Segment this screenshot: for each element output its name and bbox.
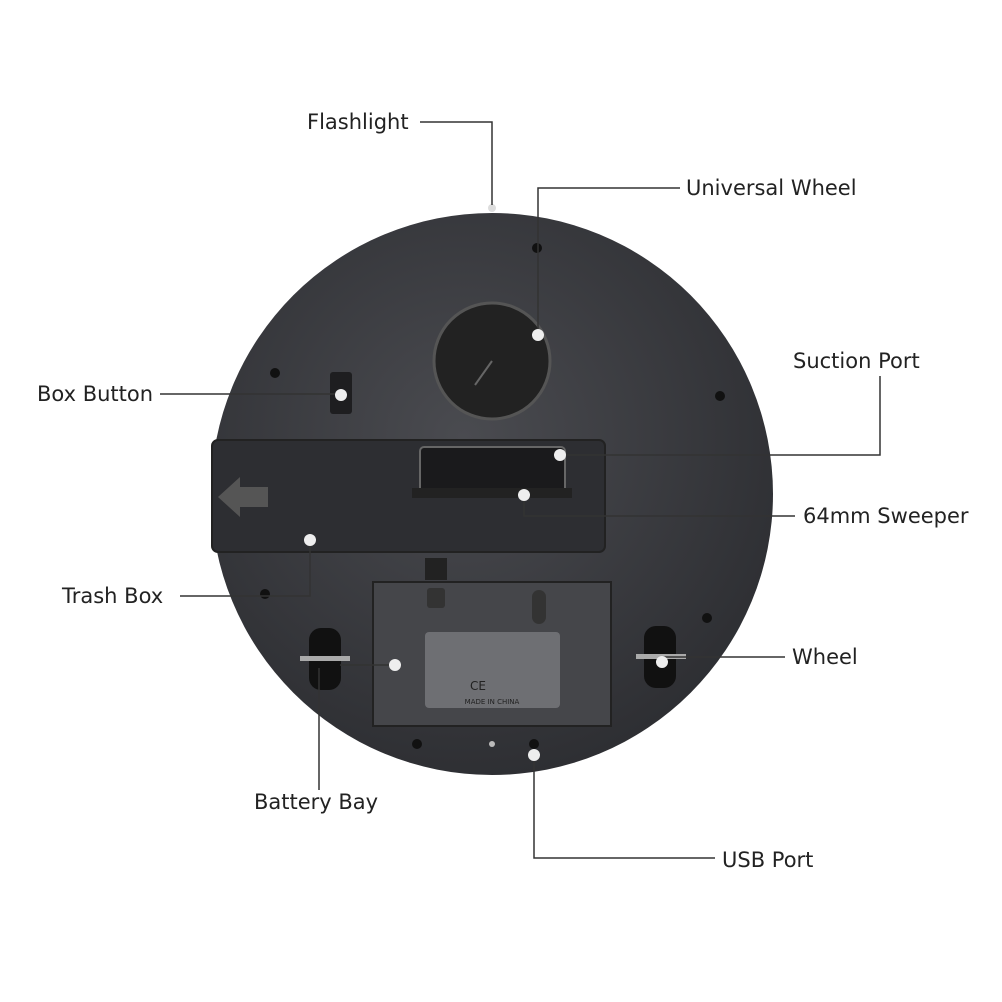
label-flashlight: Flashlight — [307, 110, 409, 134]
ce-mark: CE — [470, 679, 486, 693]
label-battery-bay: Battery Bay — [254, 790, 379, 814]
flashlight — [488, 204, 496, 212]
label-usb-port: USB Port — [722, 848, 814, 872]
label-sweeper: 64mm Sweeper — [803, 504, 969, 528]
made-in-label: MADE IN CHINA — [465, 698, 520, 706]
label-universal-wheel: Universal Wheel — [686, 176, 857, 200]
label-trash-box: Trash Box — [62, 584, 164, 608]
label-wheel: Wheel — [792, 645, 858, 669]
label-suction-port: Suction Port — [793, 349, 920, 373]
label-box-button: Box Button — [37, 382, 154, 406]
callout-dots — [304, 329, 668, 761]
suction-port — [419, 446, 566, 493]
leader-lines — [160, 121, 881, 859]
